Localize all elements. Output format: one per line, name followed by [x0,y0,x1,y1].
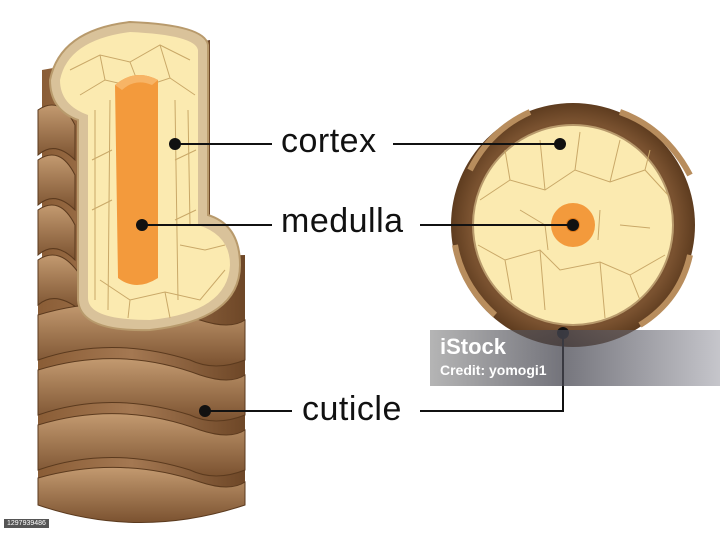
cuticle-label: cuticle [302,390,402,428]
ring-scale-marks [452,109,693,328]
cross-cortex-cells [477,131,669,319]
cortex-dot-section [554,138,566,150]
cuticle-dot-shaft [199,405,211,417]
hair-shaft [37,20,246,523]
cortex-dot-shaft [169,138,181,150]
medulla-column [115,75,158,285]
cortex-label: cortex [281,122,377,160]
watermark-credit: Credit: yomogi1 [440,362,547,378]
watermark-brand: iStock [440,334,507,359]
stock-watermark: iStock Credit: yomogi1 [430,330,720,386]
stock-id-tag: 1297939486 [4,519,49,528]
medulla-highlight [115,75,158,90]
medulla-label: medulla [281,202,404,240]
medulla-dot-shaft [136,219,148,231]
medulla-dot-section [567,219,579,231]
